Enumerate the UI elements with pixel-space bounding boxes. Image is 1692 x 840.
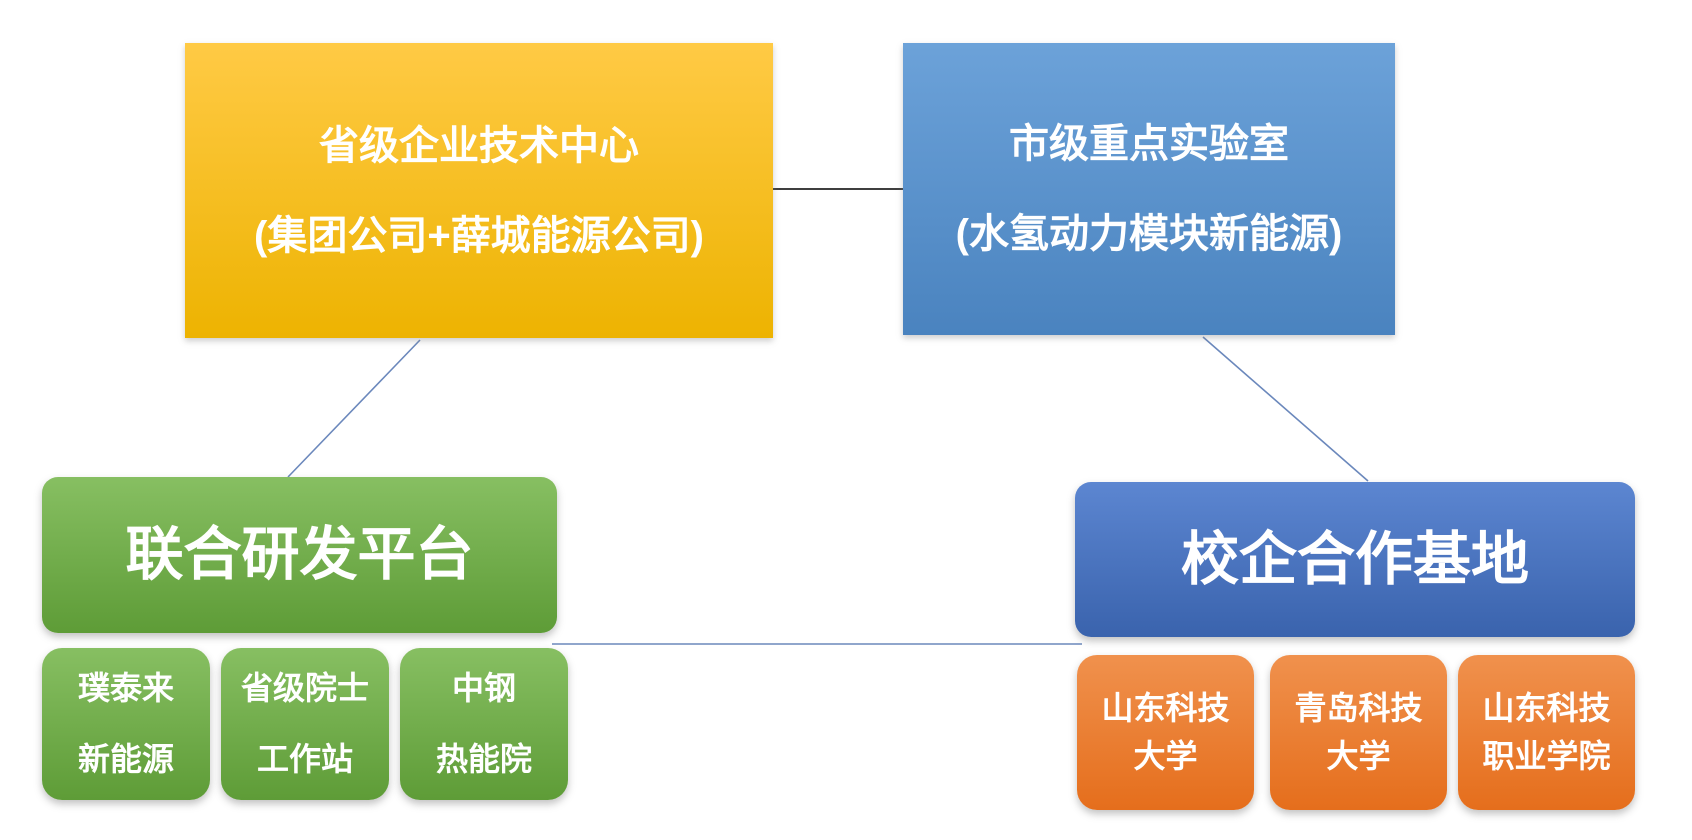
joint-rd-platform-label: 联合研发平台 <box>125 522 474 588</box>
provincial-center-subtitle: (集团公司+薛城能源公司) <box>254 213 704 258</box>
connector-provincial-to-joint-platform <box>287 339 421 478</box>
rd-partner-sinosteel-box: 中钢 热能院 <box>400 648 568 800</box>
rd-partner-academician-line1: 省级院士 <box>240 669 369 706</box>
university-sdvc-line2: 职业学院 <box>1482 737 1611 774</box>
school-enterprise-base-label: 校企合作基地 <box>1180 526 1529 592</box>
rd-partner-putailai-line2: 新能源 <box>77 741 174 777</box>
rd-partner-sinosteel-line1: 中钢 <box>451 669 516 706</box>
municipal-lab-subtitle: (水氢动力模块新能源) <box>955 212 1343 256</box>
rd-partner-putailai-line1: 璞泰来 <box>77 669 174 706</box>
connector-municipal-to-base <box>1202 336 1369 482</box>
school-enterprise-base-box: 校企合作基地 <box>1075 482 1635 637</box>
university-sdust-line1: 山东科技 <box>1101 690 1230 727</box>
provincial-center-title: 省级企业技术中心 <box>319 123 639 168</box>
university-qust-line2: 大学 <box>1326 737 1391 774</box>
university-qust-box: 青岛科技 大学 <box>1270 655 1447 810</box>
joint-rd-platform-box: 联合研发平台 <box>42 477 557 633</box>
municipal-key-lab-box: 市级重点实验室 (水氢动力模块新能源) <box>903 43 1395 335</box>
rd-partner-putailai-box: 璞泰来 新能源 <box>42 648 210 800</box>
university-sdvc-box: 山东科技 职业学院 <box>1458 655 1635 810</box>
rd-partner-academician-line2: 工作站 <box>256 741 353 777</box>
rd-partner-sinosteel-line2: 热能院 <box>435 741 532 777</box>
rd-partner-academician-station-box: 省级院士 工作站 <box>221 648 389 800</box>
provincial-enterprise-tech-center-box: 省级企业技术中心 (集团公司+薛城能源公司) <box>185 43 773 338</box>
university-qust-line1: 青岛科技 <box>1294 690 1423 727</box>
university-sdvc-line1: 山东科技 <box>1482 690 1611 727</box>
municipal-lab-title: 市级重点实验室 <box>1009 122 1289 166</box>
university-sdust-line2: 大学 <box>1133 737 1198 774</box>
university-sdust-box: 山东科技 大学 <box>1077 655 1254 810</box>
